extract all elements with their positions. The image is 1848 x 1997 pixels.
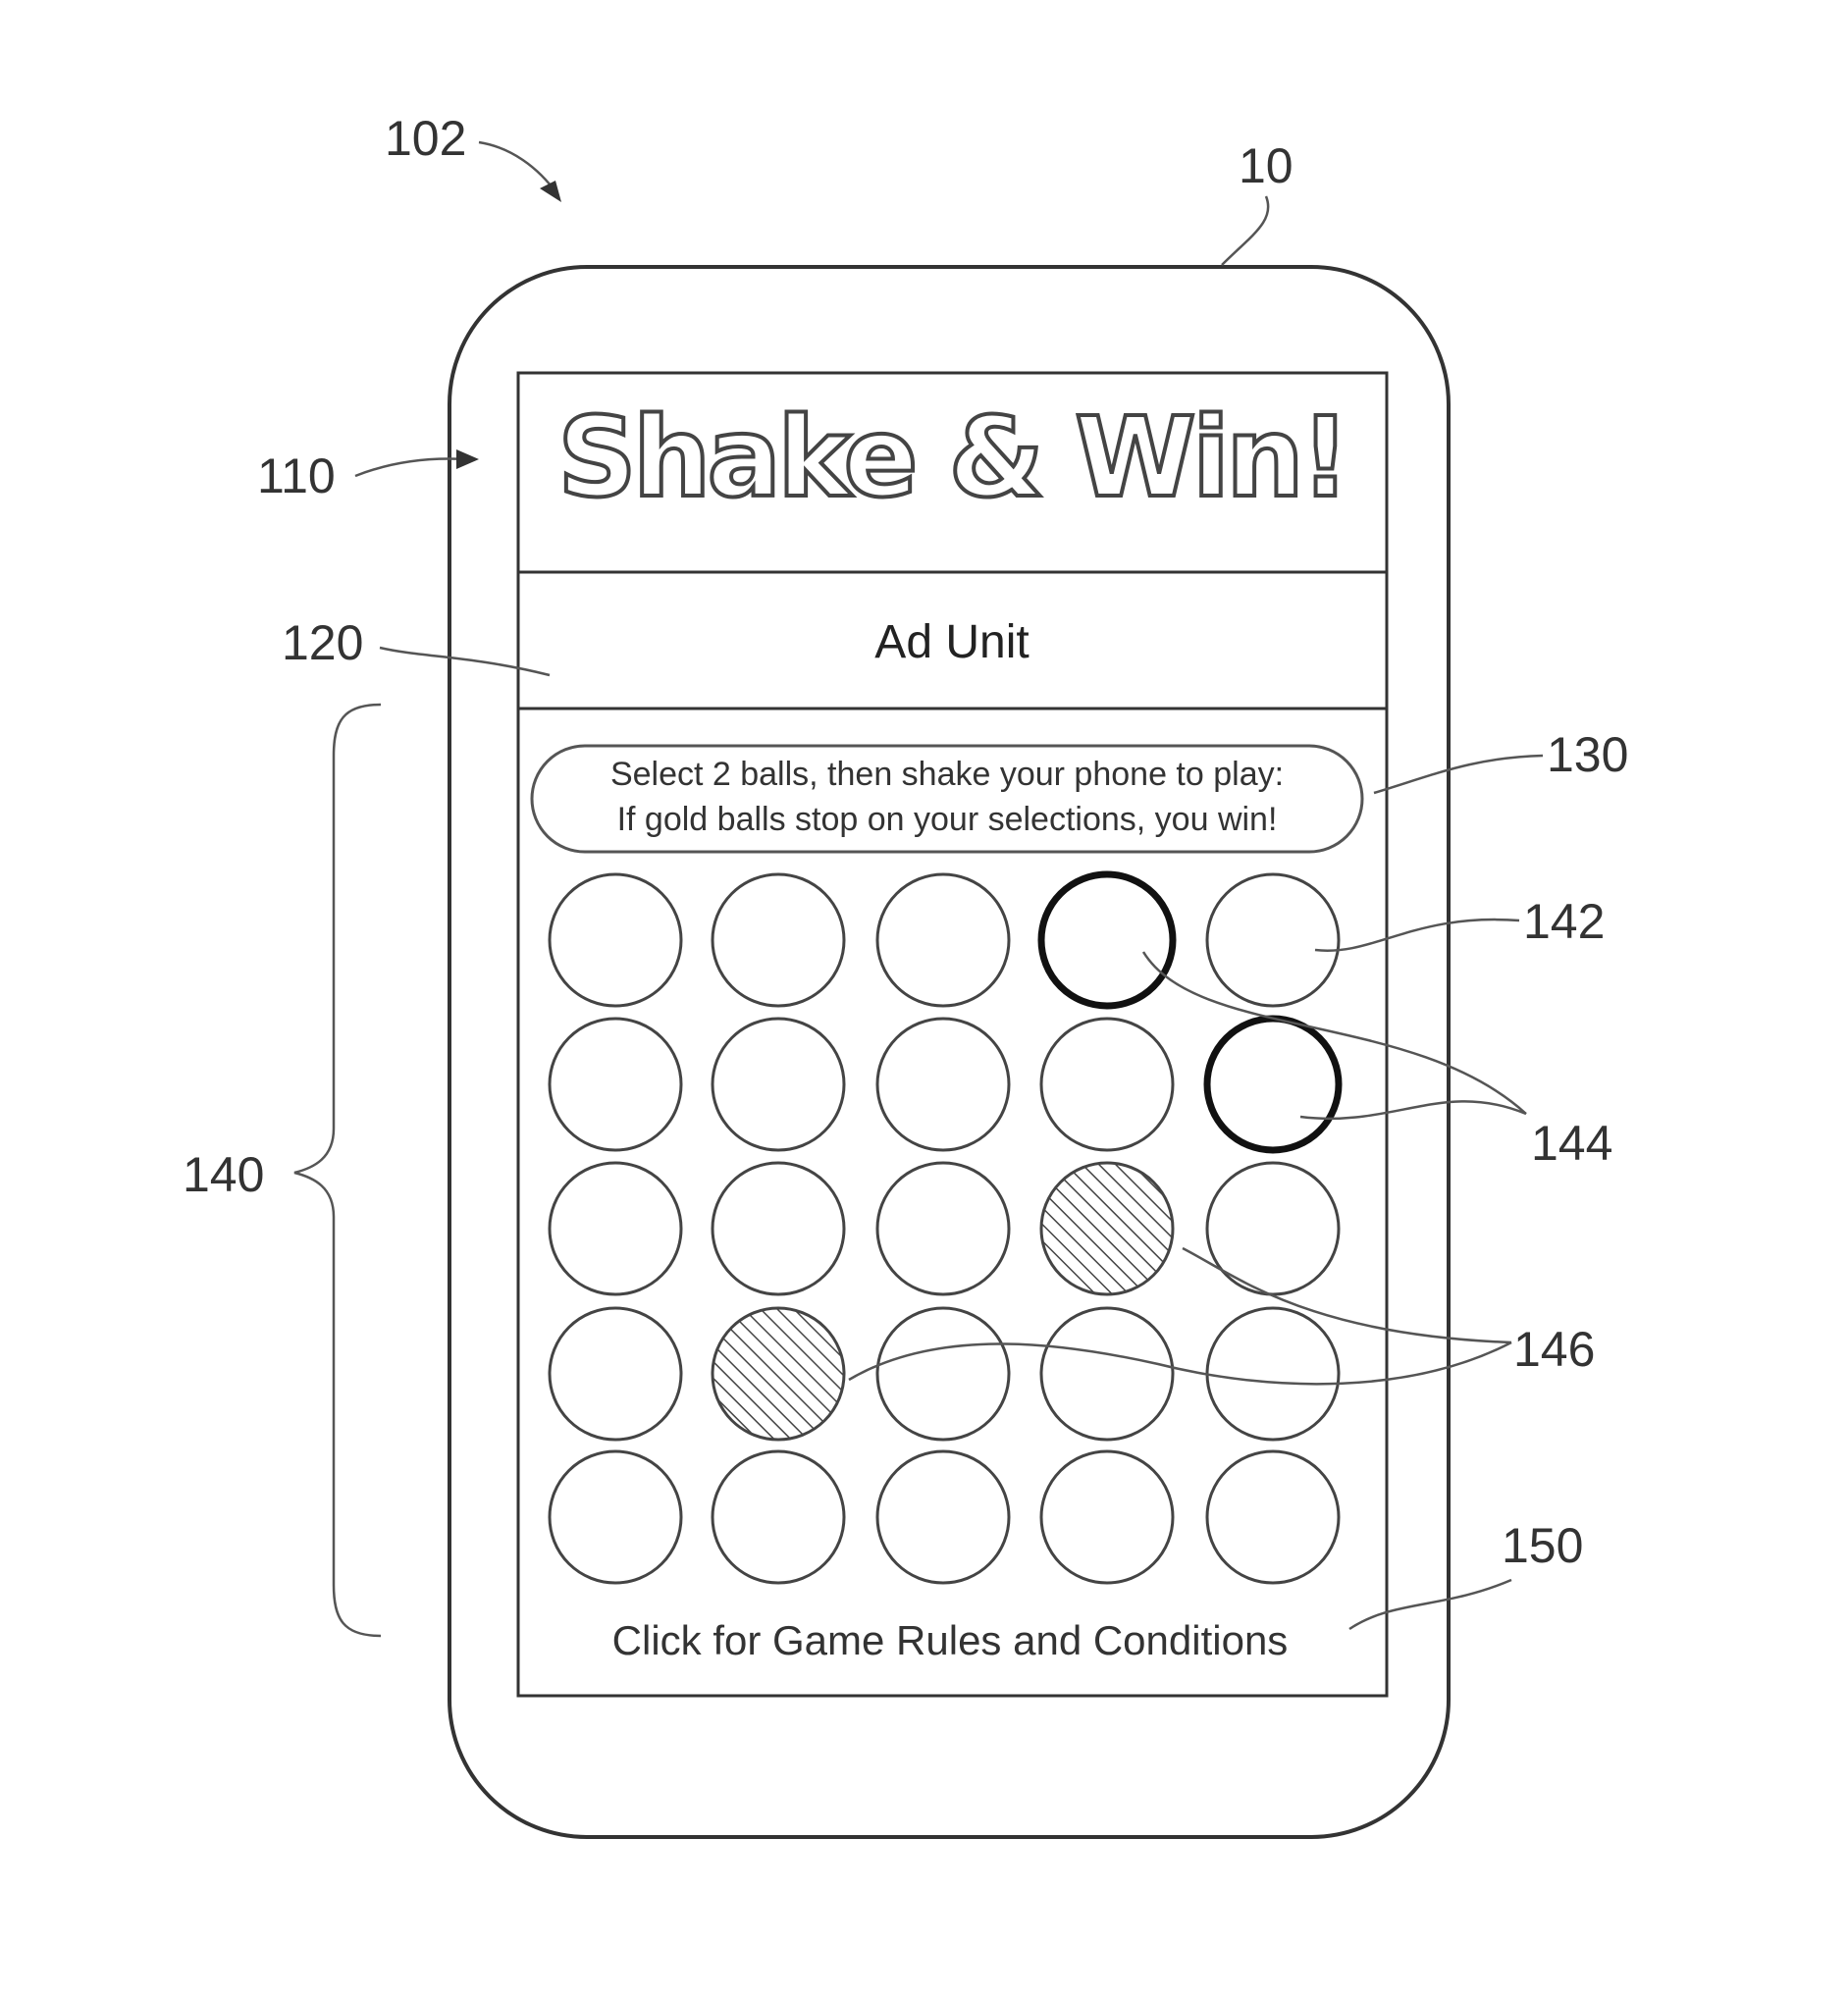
game-ball[interactable]	[877, 1019, 1009, 1150]
game-ball[interactable]	[550, 874, 681, 1006]
game-ball[interactable]	[713, 1163, 844, 1294]
game-ball[interactable]	[1207, 1308, 1339, 1440]
game-ball[interactable]	[1041, 1019, 1173, 1150]
game-ball[interactable]	[550, 1451, 681, 1583]
leader-150	[1349, 1580, 1511, 1629]
ref-146: 146	[1513, 1322, 1595, 1377]
game-ball[interactable]	[550, 1308, 681, 1440]
ref-142: 142	[1523, 894, 1605, 949]
game-ball[interactable]	[713, 1019, 844, 1150]
game-ball[interactable]	[713, 1451, 844, 1583]
arrowhead-102	[540, 181, 561, 202]
ref-140: 140	[183, 1147, 264, 1202]
game-ball[interactable]	[550, 1163, 681, 1294]
gold-ball[interactable]	[1041, 1163, 1173, 1294]
game-ball[interactable]	[713, 874, 844, 1006]
selected-ball[interactable]	[1207, 1019, 1339, 1150]
game-ball[interactable]	[877, 874, 1009, 1006]
instructions-line-2: If gold balls stop on your selections, y…	[617, 801, 1278, 838]
game-ball[interactable]	[1041, 1308, 1173, 1440]
arrowhead-110	[456, 449, 479, 469]
leader-130	[1374, 756, 1543, 793]
game-ball[interactable]	[550, 1019, 681, 1150]
game-ball[interactable]	[877, 1163, 1009, 1294]
game-ball[interactable]	[877, 1451, 1009, 1583]
ad-unit-label: Ad Unit	[874, 616, 1029, 668]
instructions-line-1: Select 2 balls, then shake your phone to…	[610, 756, 1284, 793]
ref-10: 10	[1239, 138, 1294, 193]
game-ball[interactable]	[1041, 1451, 1173, 1583]
ball-grid	[550, 874, 1339, 1583]
ref-120: 120	[282, 615, 363, 670]
shake-and-win-logo: Shake & Win!	[557, 394, 1346, 522]
bracket-140	[294, 705, 381, 1636]
ref-102: 102	[385, 111, 466, 166]
game-ball[interactable]	[1207, 874, 1339, 1006]
ref-150: 150	[1502, 1518, 1583, 1573]
gold-ball[interactable]	[713, 1308, 844, 1440]
selected-ball[interactable]	[1041, 874, 1173, 1006]
leader-120	[380, 648, 550, 675]
leader-142	[1315, 920, 1519, 951]
game-rules-link[interactable]: Click for Game Rules and Conditions	[612, 1617, 1289, 1663]
ref-144: 144	[1531, 1116, 1612, 1171]
game-ball[interactable]	[877, 1308, 1009, 1440]
ref-110: 110	[257, 448, 336, 503]
leader-10	[1222, 196, 1268, 265]
ref-130: 130	[1547, 727, 1628, 782]
game-ball[interactable]	[1207, 1163, 1339, 1294]
game-ball[interactable]	[1207, 1451, 1339, 1583]
